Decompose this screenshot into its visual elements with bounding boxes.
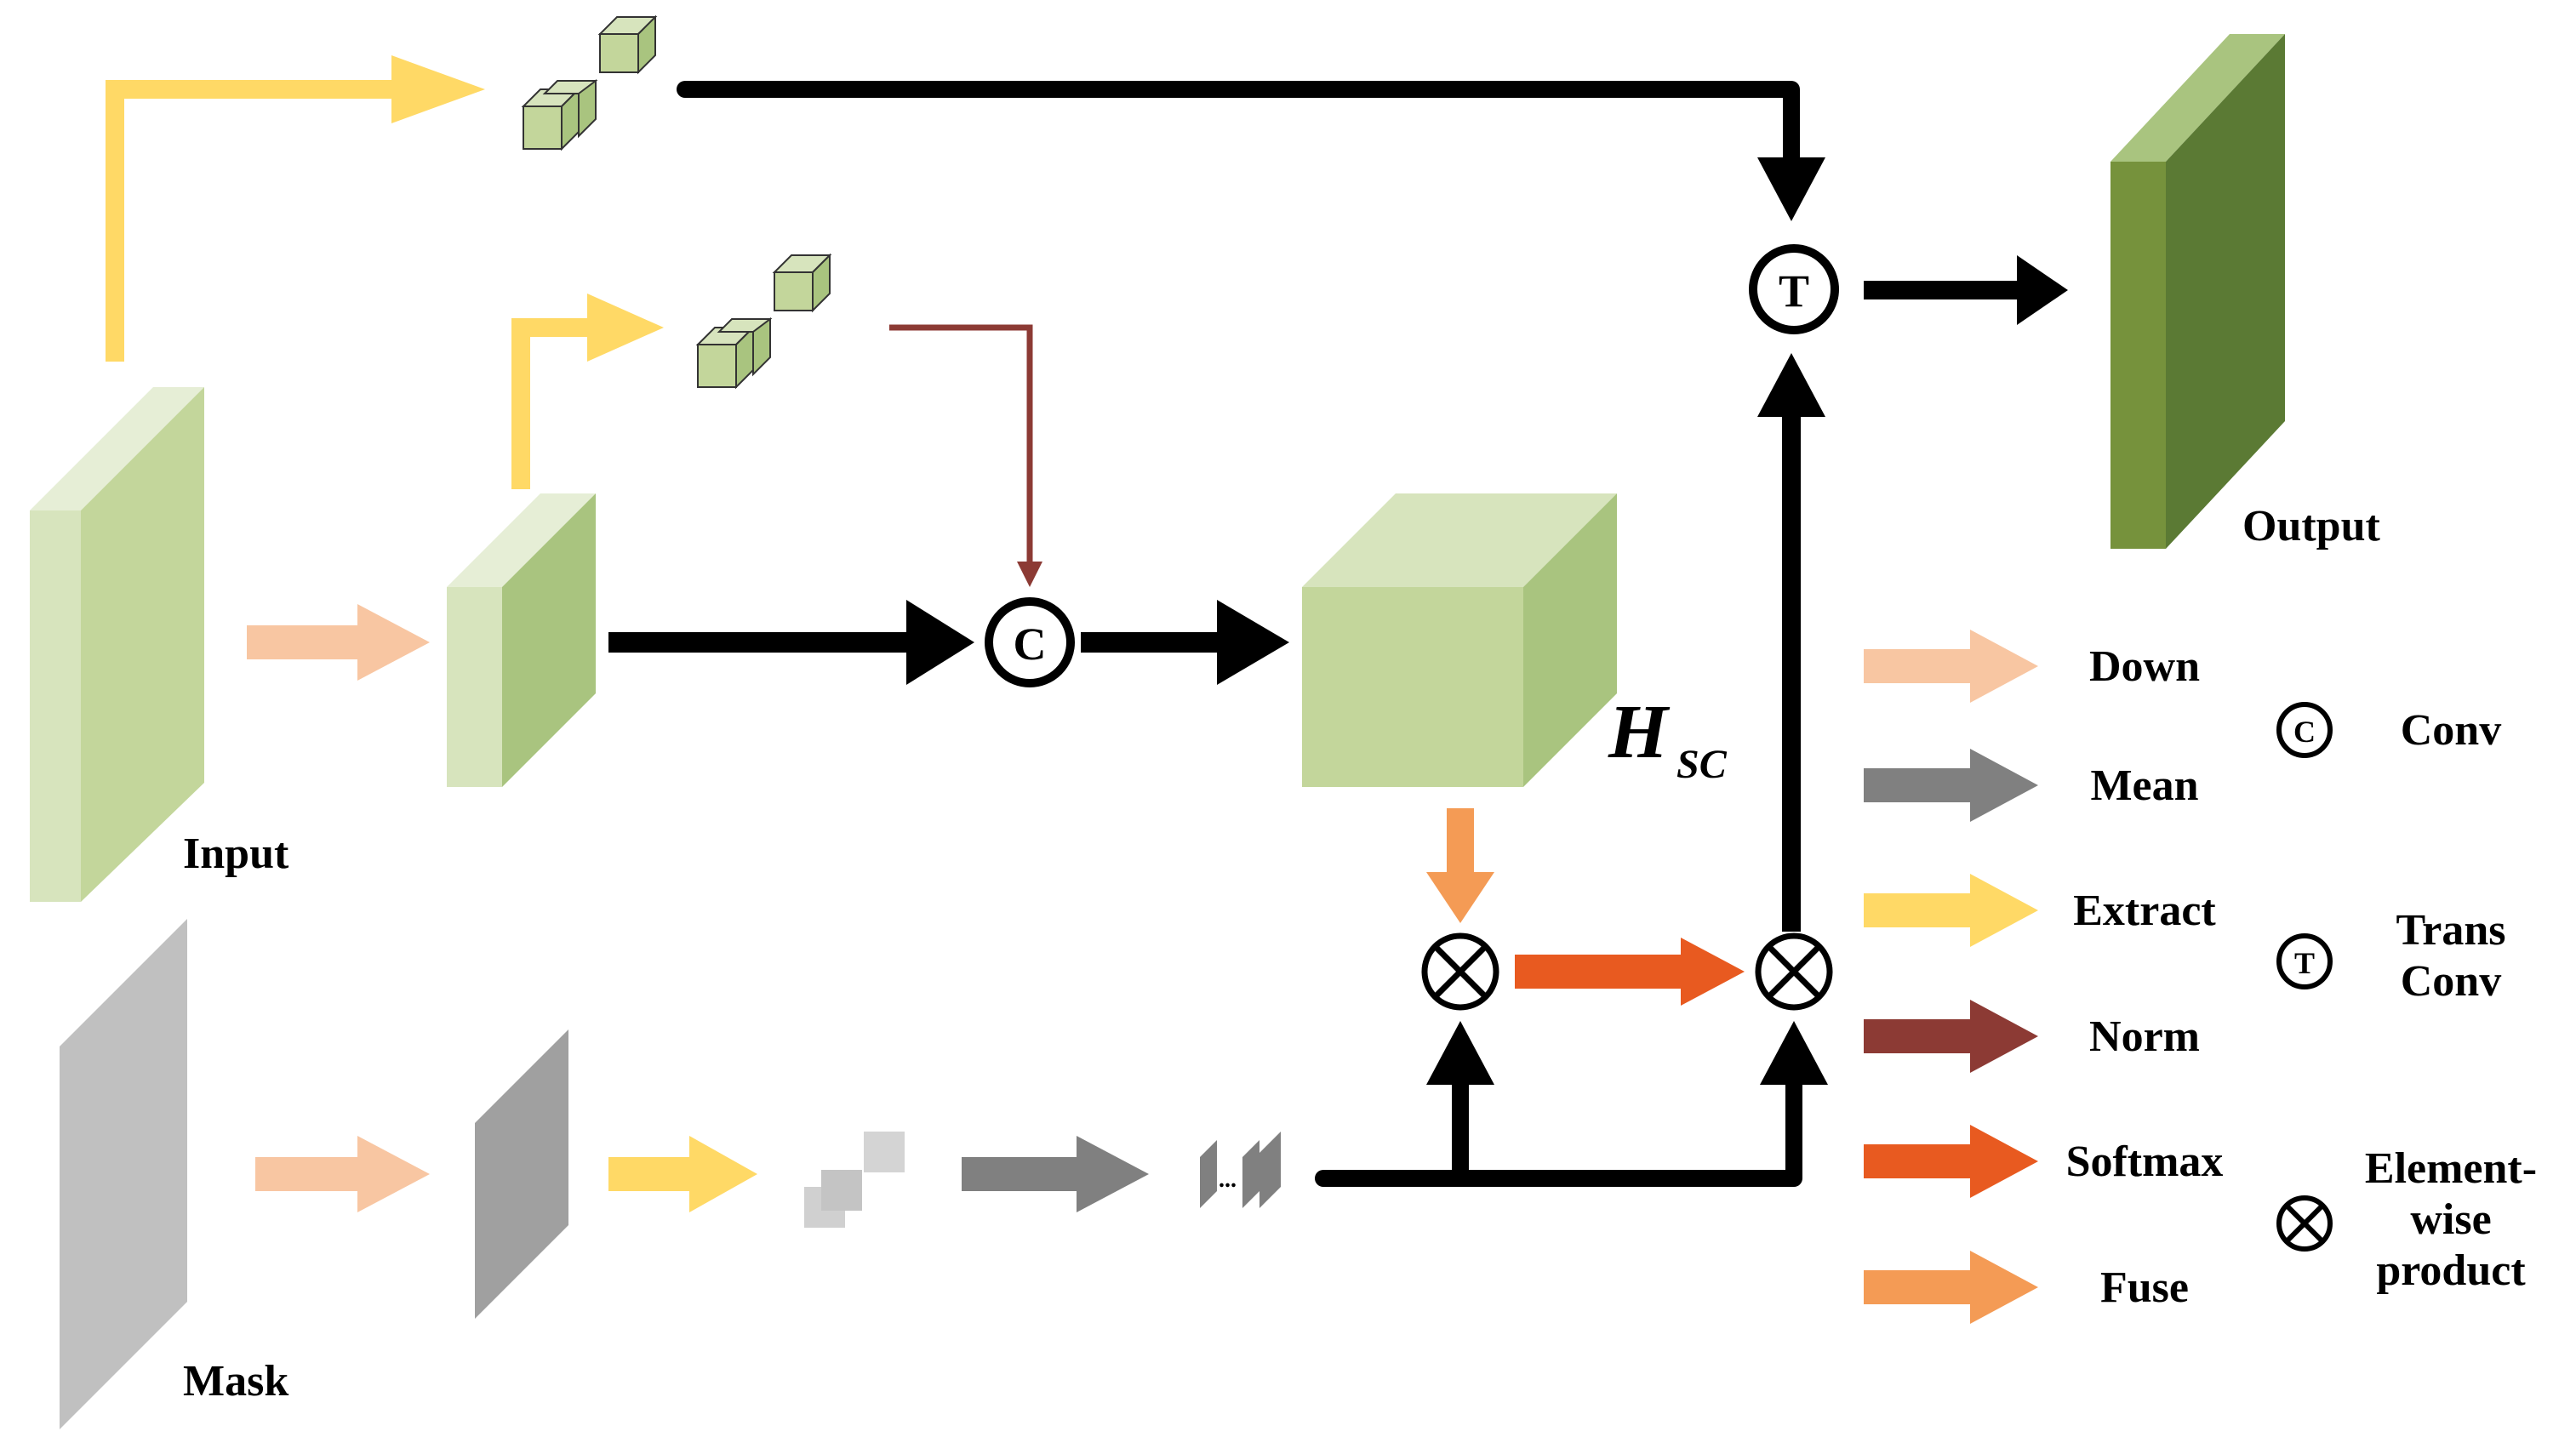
- legend-op-product-icon: [2276, 1195, 2333, 1252]
- product-operator-2: [1755, 932, 1833, 1011]
- legend-conv-symbol: C: [2293, 715, 2316, 749]
- downsampled-feature-block: [447, 493, 596, 787]
- patch-cubes-mid: [695, 253, 832, 390]
- input-label: Input: [183, 830, 289, 878]
- legend-arrow-extract: [1864, 874, 2038, 947]
- legend-op-transconv: T: [2276, 933, 2333, 989]
- patch-cubes-top: [521, 14, 658, 151]
- hsc-feature-block: [1302, 493, 1617, 787]
- legend-label-norm: Norm: [2089, 1012, 2200, 1061]
- down-arrow-input: [247, 604, 430, 681]
- concat-symbol: C: [1014, 619, 1047, 670]
- legend-label-trans-line1: Trans: [2396, 906, 2505, 955]
- product-operator-1: [1421, 932, 1499, 1011]
- black-arrow-to-hsc: [1081, 600, 1289, 685]
- legend-arrow-down: [1864, 630, 2038, 703]
- legend-arrow-mean: [1864, 749, 2038, 822]
- mean-arrow: [962, 1136, 1149, 1212]
- legend-trans-symbol: T: [2294, 946, 2315, 980]
- mask-ellipsis: ...: [1219, 1166, 1237, 1193]
- black-arrow-top: [677, 81, 1825, 221]
- legend-label-product-line3: product: [2376, 1246, 2526, 1295]
- black-arrow-mask-to-products: [1315, 1021, 1828, 1187]
- legend-label-mean: Mean: [2090, 761, 2198, 810]
- output-label: Output: [2242, 502, 2381, 550]
- extract-arrow-mid: [511, 294, 664, 489]
- mask-patches: [804, 1132, 905, 1228]
- legend: Down Mean Extract Norm Softmax: [1864, 630, 2537, 1324]
- legend-label-softmax: Softmax: [2066, 1138, 2224, 1186]
- legend-label-fuse: Fuse: [2100, 1263, 2189, 1312]
- fuse-arrow-down: [1426, 808, 1494, 923]
- legend-label-extract: Extract: [2073, 887, 2216, 935]
- input-feature-block: [30, 387, 204, 902]
- softmax-arrow: [1515, 938, 1745, 1006]
- down-arrow-mask: [255, 1136, 430, 1212]
- legend-label-down: Down: [2089, 642, 2200, 691]
- concat-operator: C: [985, 597, 1075, 687]
- extract-arrow-top: [106, 55, 485, 362]
- extract-arrow-mask: [608, 1136, 757, 1212]
- norm-arrow: [889, 324, 1042, 587]
- output-feature-block: [2110, 34, 2285, 549]
- legend-label-conv: Conv: [2401, 706, 2501, 755]
- legend-label-product-line2: wise: [2410, 1195, 2491, 1244]
- downsampled-mask-block: [475, 1029, 568, 1319]
- mask-block: [60, 919, 187, 1429]
- trans-symbol: T: [1779, 265, 1809, 316]
- legend-arrow-softmax: [1864, 1125, 2038, 1198]
- black-arrow-up-to-trans: [1757, 353, 1825, 932]
- transconv-operator: T: [1749, 244, 1839, 334]
- mask-label: Mask: [183, 1357, 288, 1406]
- black-arrow-to-concat: [608, 600, 974, 685]
- mask-mean-slices: ...: [1200, 1132, 1281, 1208]
- legend-label-product-line1: Element-: [2365, 1144, 2537, 1193]
- legend-label-trans-line2: Conv: [2401, 957, 2501, 1006]
- legend-op-conv: C: [2276, 702, 2333, 758]
- legend-arrow-fuse: [1864, 1251, 2038, 1324]
- legend-arrow-norm: [1864, 1000, 2038, 1073]
- black-arrow-to-output: [1864, 255, 2068, 325]
